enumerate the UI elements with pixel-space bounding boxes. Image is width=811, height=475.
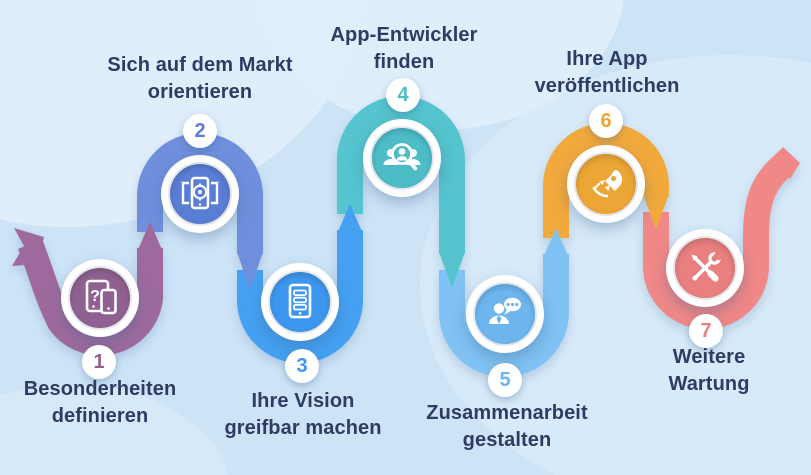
step-badge-7: 7 [689,314,723,348]
chevron-6-7 [643,194,669,230]
chevron-1-2 [137,222,163,252]
step-label-7: Weitere Wartung [668,346,750,395]
chevron-2-3 [237,252,263,290]
step-disc-4 [372,128,432,188]
step-disc-1: ? [70,268,130,328]
step-number: 1 [93,351,105,373]
step-disc-5 [475,284,535,344]
step-disc-2 [170,164,230,224]
step-number: 6 [600,110,612,132]
step-badge-3: 3 [285,349,319,383]
step-number: 4 [397,84,409,106]
step-disc-6 [576,154,636,214]
step-node-6 [567,145,645,223]
step-disc-3 [270,272,330,332]
step-label-2: Sich auf dem Markt orientieren [107,54,293,103]
step-node-1: ? [61,259,139,337]
step-badge-6: 6 [589,104,623,138]
step-number: 3 [296,355,308,377]
step-number: 5 [499,369,511,391]
step-badge-4: 4 [386,78,420,112]
ribbon-segment-1 [17,239,163,356]
step-badge-1: 1 [82,345,116,379]
svg-text:?: ? [90,288,100,305]
step-label-6: Ihre App veröffentlichen [534,48,680,97]
step-node-2 [161,155,239,233]
step-label-1: Besonderheiten definieren [23,378,177,427]
ribbon-end-tip [772,147,800,179]
step-disc-7 [675,238,735,298]
step-badge-2: 2 [183,114,217,148]
step-node-7 [666,229,744,307]
step-label-5: Zusammenarbeit gestalten [426,402,588,451]
step-node-4 [363,119,441,197]
step-label-3: Ihre Vision greifbar machen [224,390,382,439]
person-chat-icon [489,297,521,324]
tools-icon [691,249,725,282]
ribbon-segment-7 [643,157,791,329]
devices-question-icon: ? [85,279,117,315]
step-node-3 [261,263,339,341]
chevron-3-4 [337,204,363,234]
step-number: 2 [194,120,206,142]
rocket-icon [592,170,622,198]
chevron-4-5 [439,252,465,288]
step-badge-5: 5 [488,363,522,397]
step-node-5 [466,275,544,353]
chevron-5-6 [543,228,569,258]
find-developer-icon [383,143,421,171]
step-number: 7 [700,320,712,342]
wireframe-phone-icon [288,283,312,319]
step-label-4: App-Entwickler finden [330,24,478,73]
ribbon-start-tail [12,228,44,266]
screens-target-icon [181,176,219,210]
